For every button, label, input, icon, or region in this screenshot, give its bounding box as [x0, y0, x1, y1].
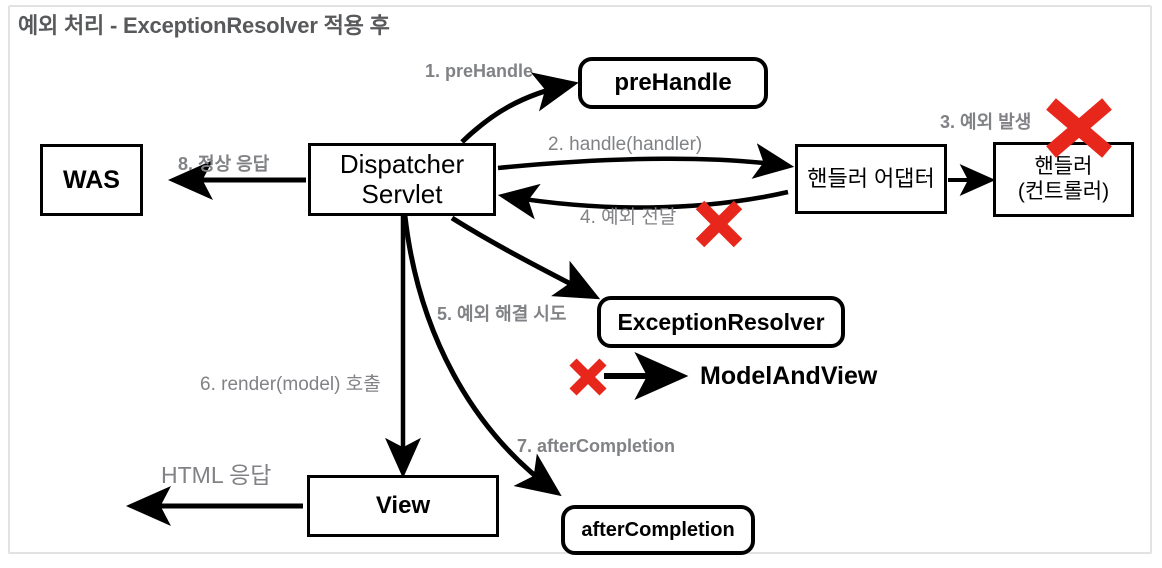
edge-label-step-2-text: 2. handle(handler): [548, 134, 703, 155]
edge-label-step-3: 3. 예외 발생: [940, 112, 1032, 133]
node-handler-controller-line2: (컨트롤러): [1017, 179, 1110, 203]
node-dispatcher-servlet-line2: Servlet: [361, 178, 443, 209]
x-mark-handler-icon: [1046, 98, 1112, 158]
node-was-label: WAS: [63, 165, 120, 194]
edge-label-step-4-text: 4. 예외 전달: [580, 207, 677, 228]
node-after-completion[interactable]: afterCompletion: [561, 505, 755, 555]
node-exception-resolver[interactable]: ExceptionResolver: [597, 296, 845, 348]
node-handler-adapter[interactable]: 핸들러 어댑터: [795, 144, 947, 214]
text-model-and-view-label: ModelAndView: [700, 362, 878, 390]
x-mark-exception-pass-icon: [695, 200, 743, 248]
page-title: 예외 처리 - ExceptionResolver 적용 후: [18, 13, 390, 38]
x-mark-model-and-view-icon: [569, 358, 607, 396]
edge-label-step-1-text: 1. preHandle: [425, 61, 534, 81]
edge-label-step-8: 8. 정상 응답: [178, 154, 270, 175]
node-dispatcher-servlet[interactable]: Dispatcher Servlet: [308, 143, 496, 216]
edge-label-step-6-text: 6. render(model) 호출: [200, 374, 381, 395]
edge-label-step-1: 1. preHandle: [425, 61, 534, 82]
edge-label-step-2: 2. handle(handler): [548, 134, 703, 156]
edge-label-step-7: 7. afterCompletion: [517, 436, 676, 457]
edge-label-step-8-text: 8. 정상 응답: [178, 154, 270, 174]
edge-label-html-response: HTML 응답: [161, 462, 272, 488]
edge-label-step-4: 4. 예외 전달: [580, 207, 677, 229]
node-exception-resolver-label: ExceptionResolver: [617, 308, 825, 335]
text-model-and-view: ModelAndView: [700, 362, 877, 391]
node-was[interactable]: WAS: [40, 144, 143, 216]
edge-label-step-5-text: 5. 예외 해결 시도: [437, 304, 567, 324]
edge-label-step-3-text: 3. 예외 발생: [940, 112, 1032, 132]
node-view-label: View: [375, 492, 431, 520]
node-prehandle[interactable]: preHandle: [578, 57, 768, 109]
node-after-completion-label: afterCompletion: [581, 518, 735, 541]
edge-label-step-7-text: 7. afterCompletion: [517, 436, 676, 456]
edge-label-html-response-text: HTML 응답: [161, 462, 272, 488]
node-handler-controller-line1: 핸들러: [1034, 155, 1093, 179]
node-view[interactable]: View: [307, 475, 499, 537]
node-dispatcher-servlet-line1: Dispatcher: [339, 148, 465, 179]
node-handler-adapter-label: 핸들러 어댑터: [807, 166, 935, 192]
edge-label-step-5: 5. 예외 해결 시도: [437, 304, 567, 325]
edge-label-step-6: 6. render(model) 호출: [200, 374, 381, 396]
node-prehandle-label: preHandle: [614, 69, 732, 97]
